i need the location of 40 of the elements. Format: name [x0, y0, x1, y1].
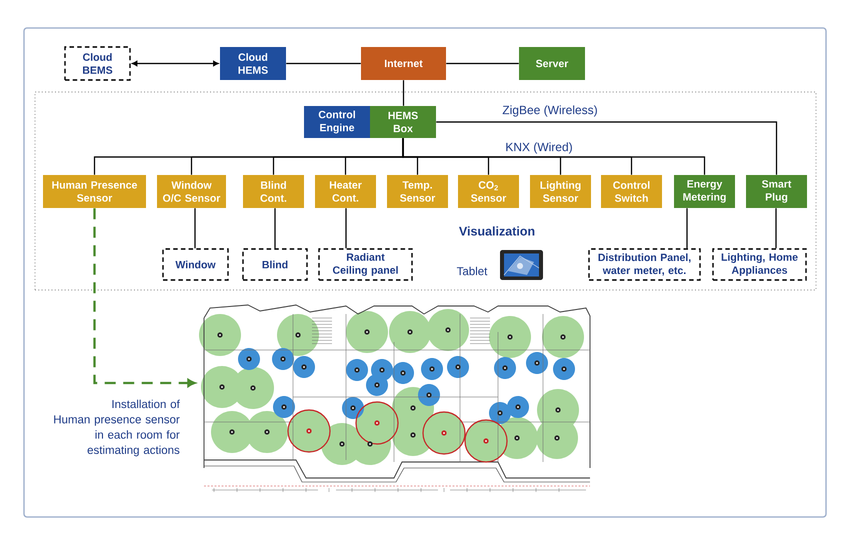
- text-label: Tablet: [456, 266, 488, 276]
- connector-line: [194, 208, 196, 248]
- dashed-box: Distribution Panel, water meter, etc.: [588, 248, 701, 281]
- dashed-box: Window: [162, 248, 229, 281]
- floor-plan: [199, 304, 590, 492]
- device-box: Temp. Sensor: [387, 175, 448, 208]
- note-text: Installation of Human presence sensor in each room for estimating actions: [54, 400, 180, 456]
- heading: Visualization: [459, 226, 534, 236]
- system-box: Internet: [361, 47, 446, 80]
- edge-label: ZigBee (Wireless): [500, 104, 600, 118]
- device-box: Control Switch: [601, 175, 662, 208]
- device-box: Heater Cont.: [315, 175, 376, 208]
- arrow: [93, 208, 196, 388]
- dotted-frame: [34, 92, 816, 290]
- system-box: Server: [519, 47, 585, 80]
- connector-line: [286, 62, 361, 64]
- connector-line: [686, 208, 688, 248]
- dashed-box: Cloud BEMS: [64, 46, 131, 81]
- device-box: Energy Metering: [674, 175, 735, 208]
- bus-label: KNX (Wired): [506, 142, 572, 154]
- connector-line: [436, 121, 778, 175]
- dashed-box: Blind: [242, 248, 308, 281]
- dashed-box: Radiant Ceiling panel: [318, 248, 413, 281]
- connector-line: [775, 208, 777, 248]
- arrow: [132, 60, 218, 66]
- connector-line: [345, 208, 347, 248]
- dashed-box: Lighting, Home Appliances: [712, 248, 807, 281]
- device-box: CO$_{2}$ Sensor: [458, 175, 519, 208]
- device-box: Lighting Sensor: [530, 175, 591, 208]
- connector-line: [274, 208, 276, 248]
- device-box: Blind Cont.: [243, 175, 304, 208]
- device-box: Window O/C Sensor: [157, 175, 226, 208]
- device-box: Smart Plug: [746, 175, 808, 208]
- connector-line: [446, 62, 519, 64]
- connector-line: [402, 138, 706, 175]
- system-box: Control Engine: [304, 106, 370, 138]
- system-box: HEMS Box: [370, 106, 436, 138]
- device-box: Human Presence Sensor: [43, 175, 146, 208]
- connector-line: [402, 80, 404, 106]
- system-box: Cloud HEMS: [220, 47, 286, 80]
